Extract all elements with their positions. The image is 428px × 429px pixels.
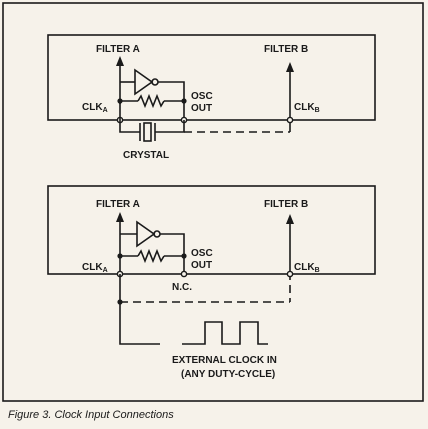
top-out-label: OUT <box>191 103 212 114</box>
bottom-ext-clock-label-1: EXTERNAL CLOCK IN <box>172 355 277 366</box>
bottom-filter-a-label: FILTER A <box>96 199 140 210</box>
bottom-pin-clkb <box>286 270 294 278</box>
bottom-pin-osc <box>180 270 188 278</box>
bottom-filter-b-label: FILTER B <box>264 199 308 210</box>
top-osc-label: OSC <box>191 91 213 102</box>
square-wave-icon <box>182 321 268 345</box>
bottom-nc-label: N.C. <box>172 282 192 293</box>
figure-caption: Figure 3. Clock Input Connections <box>8 409 174 421</box>
top-inverter-symbol <box>134 68 154 96</box>
top-resistor-symbol <box>137 93 165 109</box>
top-clkb-label: CLKB <box>294 102 320 114</box>
top-chip-box <box>47 34 376 121</box>
bottom-out-label: OUT <box>191 260 212 271</box>
bottom-clkb-label: CLKB <box>294 262 320 274</box>
bottom-osc-label: OSC <box>191 248 213 259</box>
top-circuit: FILTER A FILTER B OSC OUT CLKA CLKB CRYS… <box>47 34 376 161</box>
top-crystal-wire-right <box>155 120 185 133</box>
bottom-filter-b-arrowhead <box>286 214 294 224</box>
top-filter-a-arrowhead <box>116 56 124 66</box>
top-filter-a-label: FILTER A <box>96 44 140 55</box>
top-filter-b-label: FILTER B <box>264 44 308 55</box>
bottom-inverter-out-wire <box>160 233 185 272</box>
top-filter-b-arrowhead <box>286 62 294 72</box>
bottom-filter-a-arrowhead <box>116 212 124 222</box>
bottom-ext-clock-wire <box>119 302 160 345</box>
top-node-osc <box>181 98 187 104</box>
top-crystal-body <box>143 122 152 142</box>
top-inverter-out-wire <box>158 81 185 118</box>
top-pin-clkb <box>286 116 294 124</box>
top-crystal-wire-left <box>119 101 140 133</box>
bottom-node-osc <box>181 253 187 259</box>
top-clka-label: CLKA <box>82 102 108 114</box>
bottom-inverter-symbol <box>136 220 156 248</box>
bottom-circuit: FILTER A FILTER B OSC OUT CLKA CLKB N.C. <box>47 185 376 380</box>
figure-frame <box>2 2 424 402</box>
bottom-clka-label: CLKA <box>82 262 108 274</box>
bottom-resistor-symbol <box>137 248 165 264</box>
bottom-chip-box <box>47 185 376 275</box>
bottom-ext-clock-label-2: (ANY DUTY-CYCLE) <box>181 369 275 380</box>
top-crystal-label: CRYSTAL <box>123 150 169 161</box>
